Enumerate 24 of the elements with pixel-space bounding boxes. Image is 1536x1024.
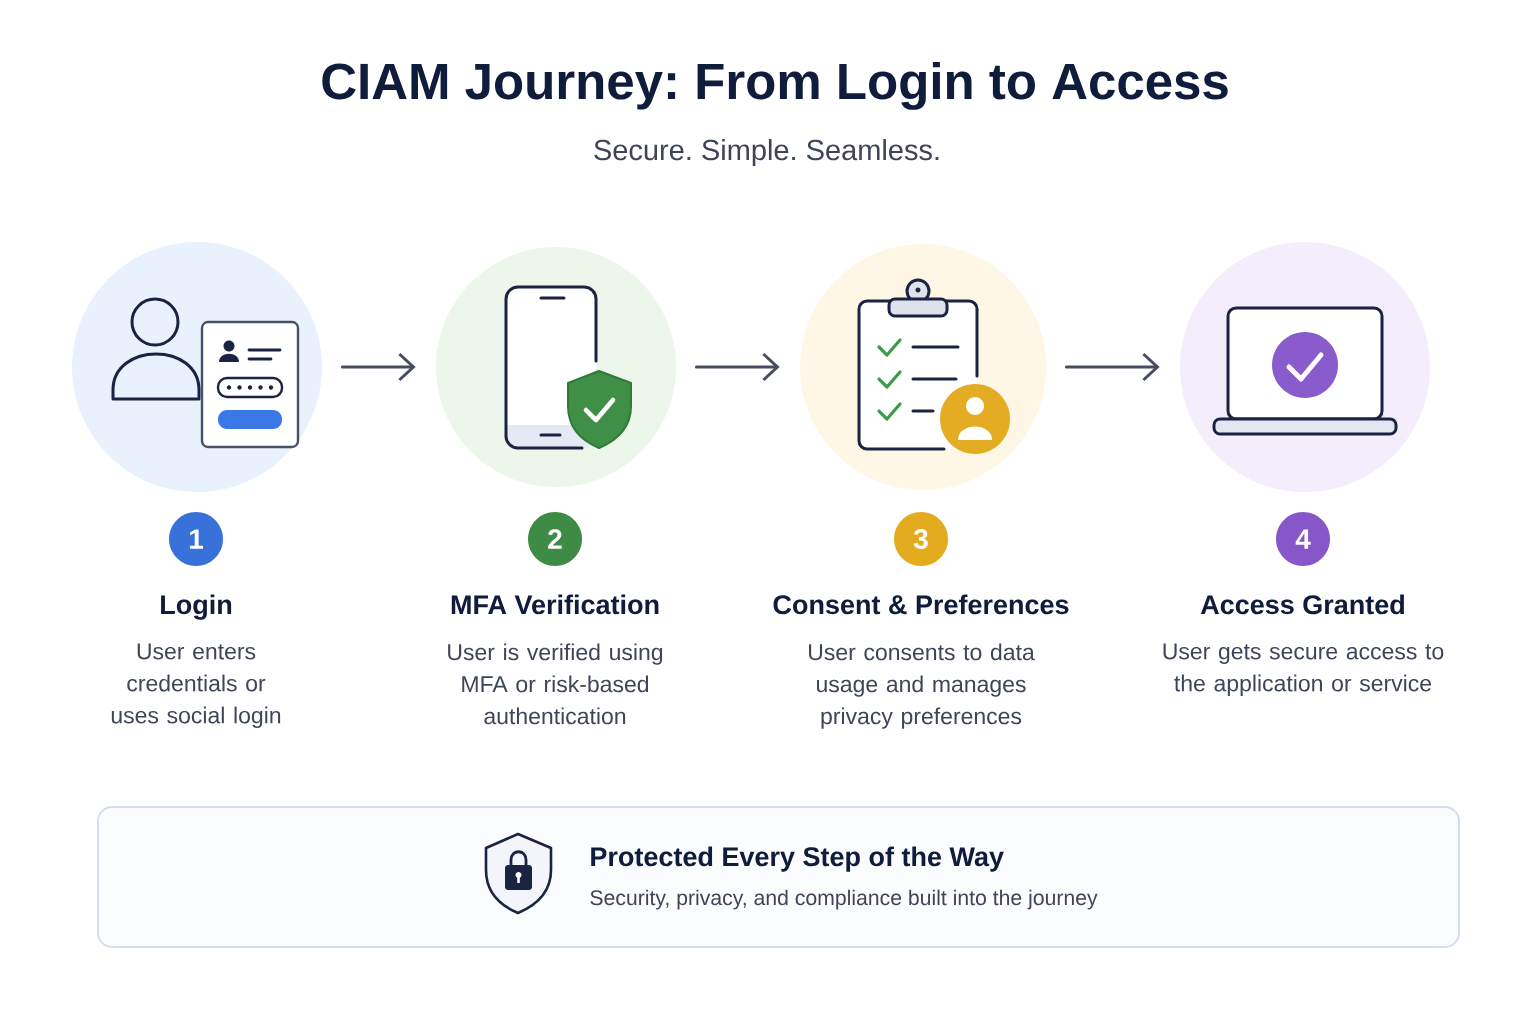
- arrow: [1064, 352, 1160, 382]
- step-title: Access Granted: [1200, 594, 1404, 615]
- icon-circle: [436, 247, 676, 487]
- step-title: MFA Verification: [451, 594, 659, 615]
- arrow: [340, 352, 416, 382]
- number-badge: 4: [1276, 512, 1330, 566]
- number-badge: 2: [528, 512, 582, 566]
- title: CIAM Journey: From Login to Access: [322, 62, 1228, 110]
- step-description: User gets secure access to the application or service: [1163, 643, 1444, 696]
- icon-circle: [800, 244, 1046, 490]
- info-panel: [97, 806, 1460, 948]
- number-badge: 3: [894, 512, 948, 566]
- icon-circle: [72, 242, 322, 492]
- step-title: Consent & Preferences: [773, 594, 1069, 615]
- step-description: User enters credentials or uses social login: [111, 643, 281, 728]
- description: Security, privacy, and compliance built into the journey: [590, 889, 1098, 910]
- number-badge: 1: [169, 512, 223, 566]
- step-title: Login: [161, 594, 232, 620]
- icon-circle: [1180, 242, 1430, 492]
- step-description: User consents to data usage and manages privacy preferences: [809, 643, 1035, 729]
- heading: Protected Every Step of the Way: [591, 846, 1004, 872]
- subtitle: Secure. Simple. Seamless.: [594, 139, 939, 167]
- arrow: [694, 352, 780, 382]
- step-description: User is verified using MFA or risk-based authentication: [448, 643, 663, 725]
